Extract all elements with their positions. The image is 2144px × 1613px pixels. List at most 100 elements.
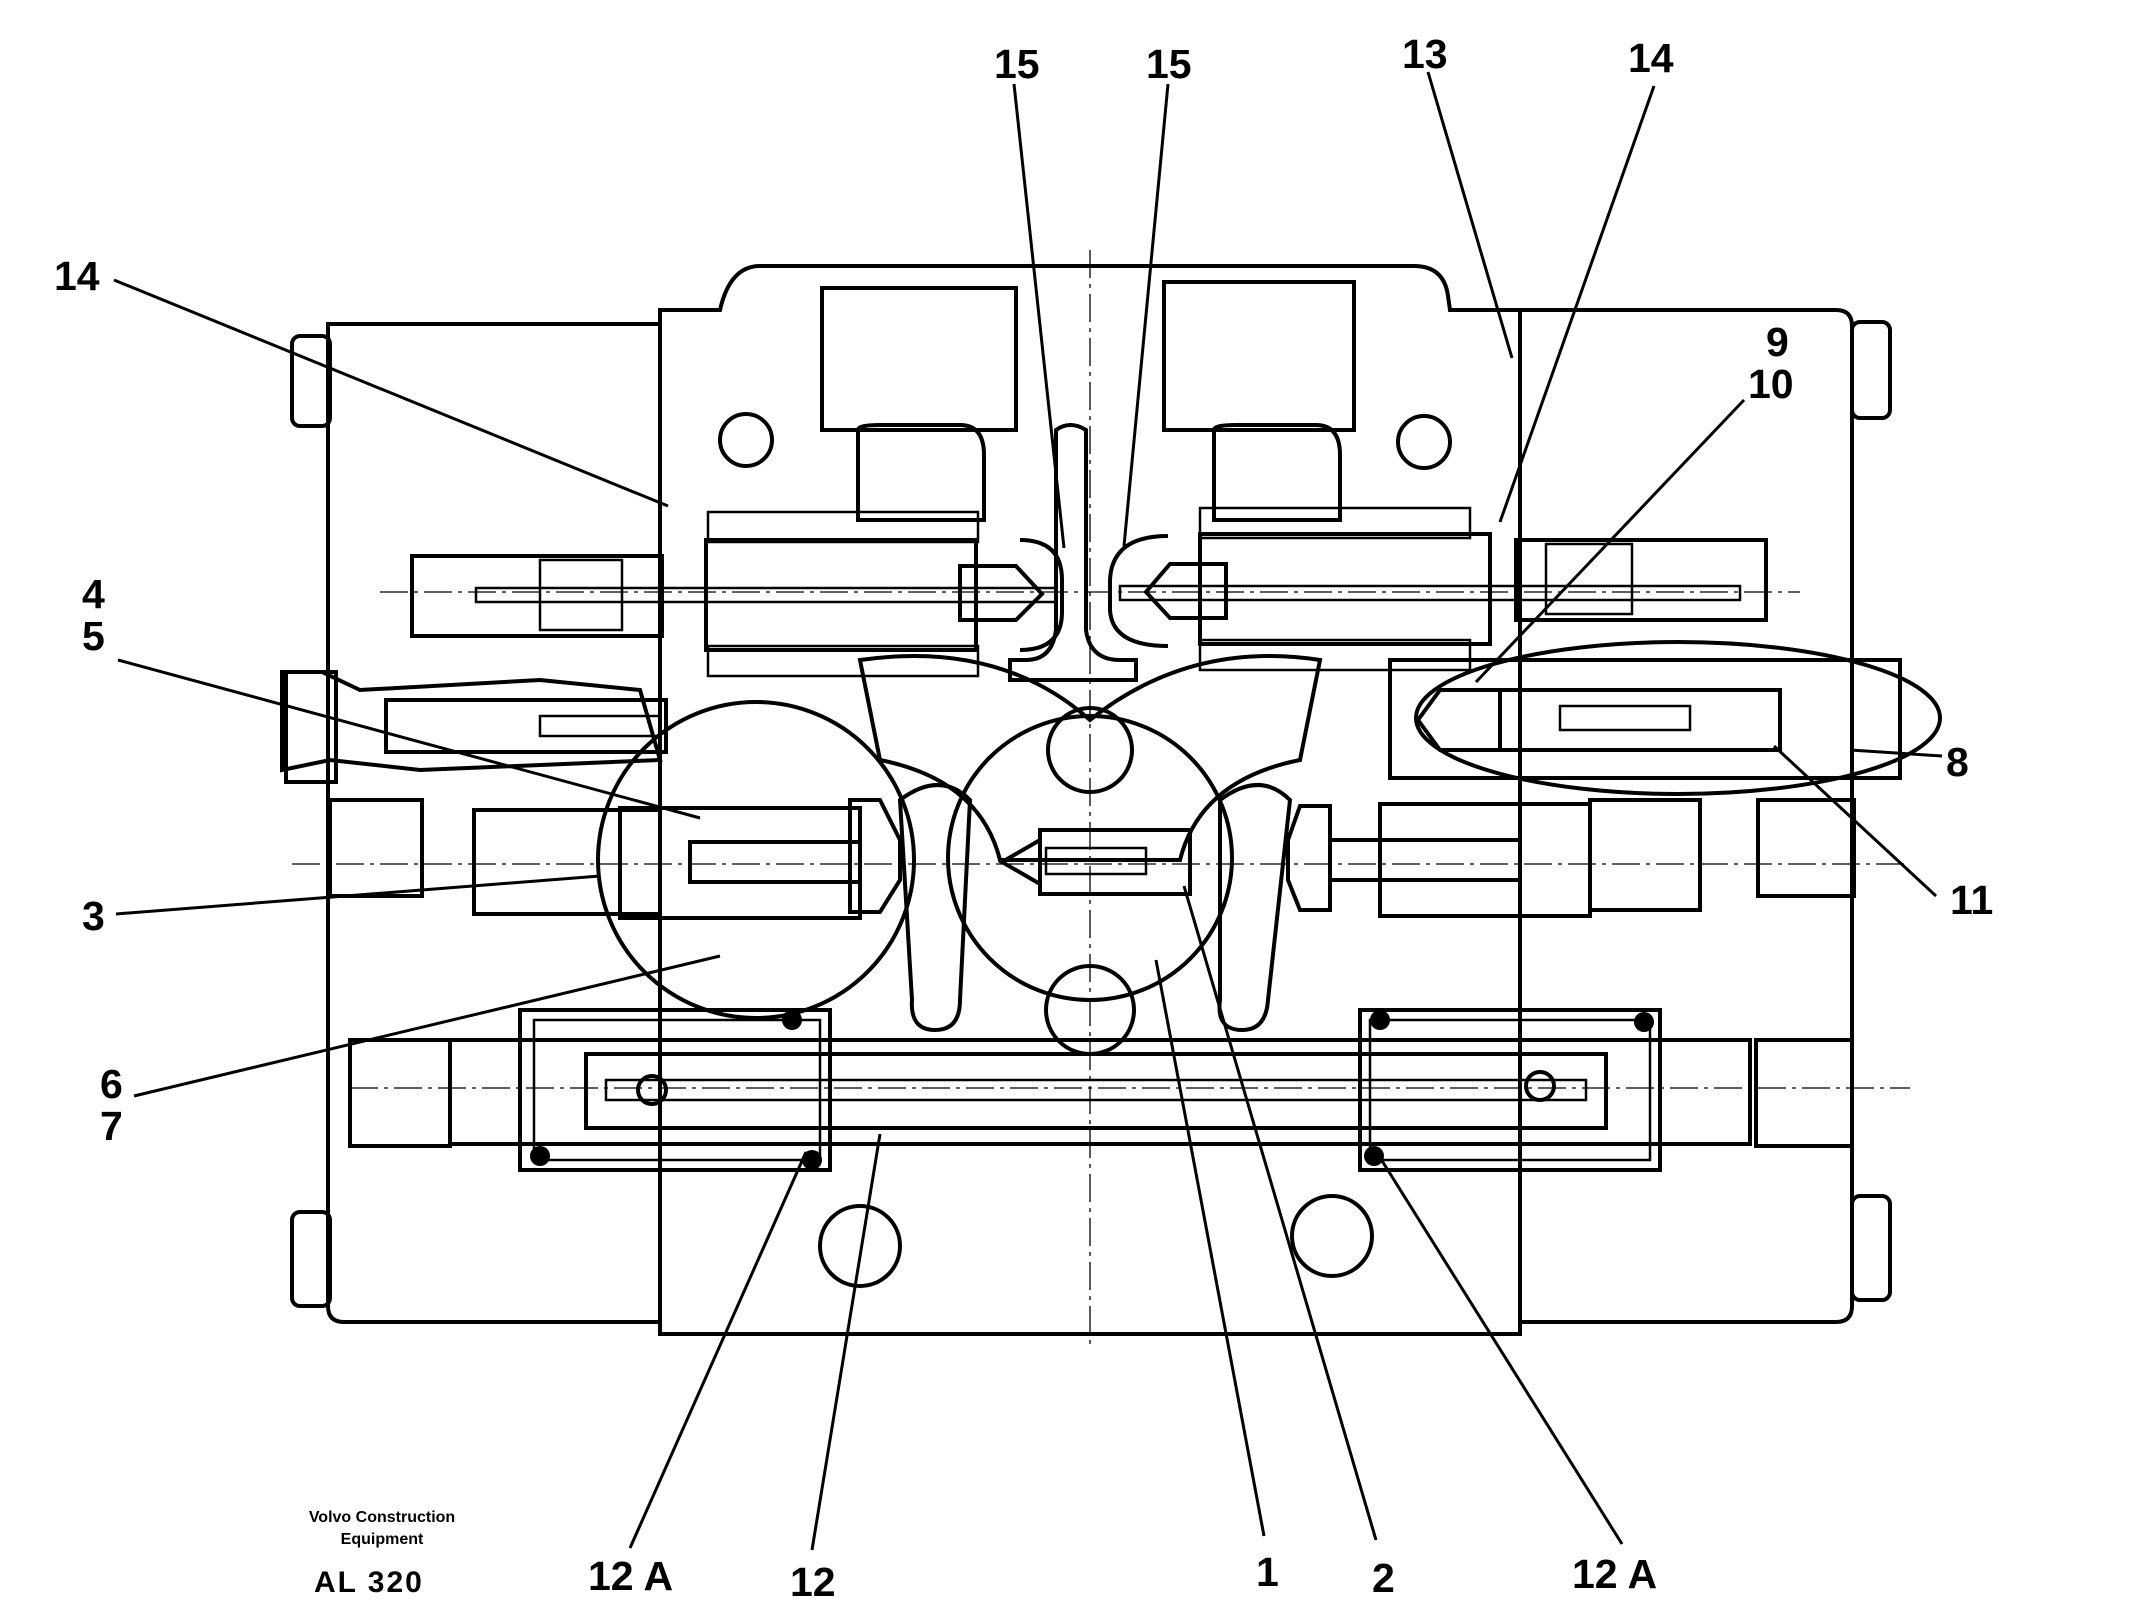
- left-lug-top: [290, 334, 332, 428]
- spring-seal-lr: [1364, 1146, 1384, 1166]
- pilot-left-sleeve-hatch-top: [706, 510, 980, 544]
- port-upper-right-neck: [1212, 423, 1342, 522]
- bottom-hole-right: [1290, 1194, 1374, 1278]
- right-check-cap: [1286, 804, 1332, 912]
- spring-seal-ul2: [530, 1146, 550, 1166]
- port-upper-left-neck: [856, 423, 986, 522]
- callout-labels: 15 15 13 14 14 9 10 4 5 8 3 11 6 7 12 A …: [54, 31, 1993, 1605]
- mid-left-plug: [280, 670, 663, 773]
- pilot-right-plug: [1544, 542, 1634, 616]
- left-check-plug: [472, 808, 662, 916]
- right-check-stem: [1328, 838, 1522, 882]
- callout-12: 12: [790, 1559, 836, 1605]
- mid-right-spindle: [1498, 688, 1782, 752]
- spool-center-hole: [604, 1078, 1588, 1102]
- spool-bore: [448, 1038, 1752, 1146]
- right-end-cap: [1518, 308, 1854, 1324]
- maker-line-2: Equipment: [341, 1531, 424, 1548]
- spool-end-right: [1524, 1070, 1556, 1102]
- pilot-left-stem: [474, 586, 1058, 604]
- callout-7: 7: [100, 1103, 123, 1149]
- right-check-plug: [1588, 798, 1702, 912]
- right-side-port-lower: [1754, 1038, 1854, 1148]
- callout-9: 9: [1766, 319, 1789, 365]
- main-spool-assembly: [448, 1008, 1752, 1172]
- spring-seal-ul: [782, 1010, 802, 1030]
- center-check-stem: [1044, 846, 1148, 876]
- drop-channel-right: [1217, 783, 1293, 1033]
- valve-body: [284, 264, 1892, 1336]
- left-lug-bottom: [290, 1210, 332, 1308]
- pilot-right-stem: [1118, 584, 1742, 602]
- upper-pilot-assembly: [410, 506, 1768, 678]
- pilot-right-needle: [1143, 562, 1228, 620]
- mid-left-spindle: [384, 698, 668, 754]
- callout-3: 3: [82, 893, 105, 939]
- left-end-cap: [326, 322, 662, 1324]
- pilot-left-sleeve-hatch-bottom: [706, 644, 980, 678]
- callout-10: 10: [1748, 361, 1794, 407]
- callout-1: 1: [1256, 1549, 1279, 1595]
- callout-14-top: 14: [1628, 35, 1674, 81]
- upper-hole-left: [718, 412, 774, 468]
- port-upper-right: [1162, 280, 1356, 432]
- callout-4: 4: [82, 571, 105, 617]
- middle-valve-assembly: [280, 640, 1942, 1020]
- callout-15-right: 15: [1146, 41, 1192, 87]
- pilot-right-body: [1514, 538, 1768, 622]
- callout-6: 6: [100, 1061, 123, 1107]
- callout-14-left: 14: [54, 253, 100, 299]
- spring-seal-ur2: [1634, 1012, 1654, 1032]
- callout-12a-left: 12 A: [588, 1553, 673, 1599]
- pilot-seat-right: [1108, 534, 1169, 648]
- left-check-sleeve: [618, 806, 862, 920]
- callout-13: 13: [1402, 31, 1448, 77]
- left-side-port-upper: [328, 798, 424, 898]
- pilot-right-sleeve-hatch-top: [1198, 506, 1472, 540]
- spring-chamber-right: [1358, 1008, 1662, 1172]
- right-side-port-upper: [1756, 798, 1856, 898]
- right-lug-bottom: [1850, 1194, 1892, 1302]
- right-lug-top: [1850, 320, 1892, 420]
- bottom-hole-left: [818, 1204, 902, 1288]
- drop-channel-left: [897, 783, 973, 1033]
- drawing-code: AL 320: [314, 1566, 424, 1599]
- left-check-stem: [688, 840, 862, 884]
- spring-left: [532, 1018, 822, 1162]
- central-body: [658, 264, 1522, 1336]
- pilot-right-sleeve: [1198, 532, 1492, 646]
- spring-right: [1368, 1018, 1652, 1162]
- callout-5: 5: [82, 613, 105, 659]
- left-side-port-lower: [348, 1038, 452, 1148]
- leader-lines: [113, 71, 1943, 1551]
- pilot-left-body: [410, 554, 664, 638]
- left-check-cap: [848, 798, 902, 914]
- mid-right-body: [1388, 658, 1902, 780]
- center-lines: [292, 250, 1910, 1346]
- callout-12a-right: 12 A: [1572, 1551, 1657, 1597]
- pilot-left-plug: [538, 558, 624, 632]
- pilot-left-sleeve: [704, 538, 978, 652]
- center-check-cone: [998, 836, 1042, 888]
- right-check-sleeve: [1378, 802, 1592, 918]
- spool-end-left: [636, 1074, 668, 1106]
- mid-right-pin: [1558, 704, 1692, 732]
- detail-circle-right: [1414, 640, 1942, 796]
- spring-seal-ur: [1370, 1010, 1390, 1030]
- callout-15-left: 15: [994, 41, 1040, 87]
- drawing-credit: Volvo Construction Equipment AL 320: [309, 1509, 455, 1599]
- spool-body: [584, 1052, 1608, 1130]
- detail-circle-left: [596, 700, 916, 1020]
- maker-line-1: Volvo Construction: [309, 1509, 455, 1526]
- callout-2: 2: [1372, 1555, 1395, 1601]
- spring-seal-ll: [802, 1150, 822, 1170]
- mid-left-pin: [538, 714, 662, 738]
- central-bore-hub: [857, 654, 1323, 862]
- callout-11: 11: [1950, 877, 1993, 923]
- pilot-right-sleeve-hatch-bottom: [1198, 638, 1472, 672]
- spring-chamber-left: [518, 1008, 832, 1172]
- callout-8: 8: [1946, 739, 1969, 785]
- mid-right-cone: [1415, 688, 1502, 752]
- pilot-left-needle: [958, 564, 1045, 622]
